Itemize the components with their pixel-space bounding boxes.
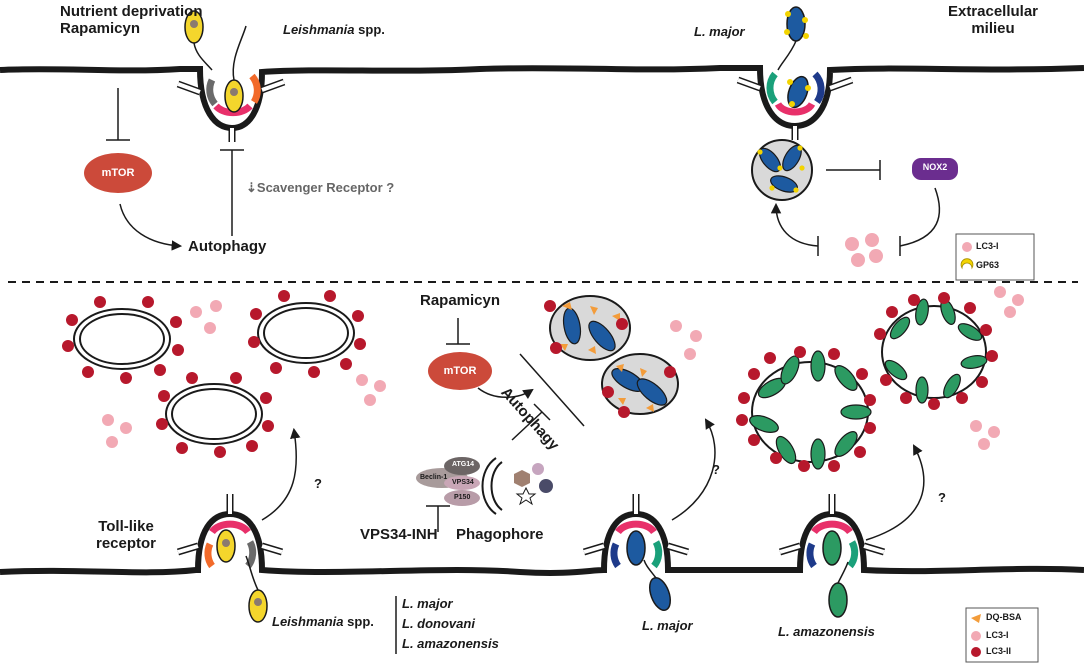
- lc3-i-dots-left: [102, 300, 386, 448]
- legend-bottom-dq-bsa: DQ-BSA: [986, 612, 1022, 622]
- question-l-amazonensis: ?: [938, 490, 946, 505]
- complex-inhibits-autophagy: [511, 411, 543, 441]
- legend-top-icons: [955, 233, 1035, 281]
- green-parasites: [749, 298, 988, 470]
- scavenger-receptor-label: ⇣Scavenger Receptor ?: [246, 180, 395, 195]
- toll-to-vesicles-arrow: [261, 427, 301, 521]
- stimulus-label-1: Nutrient deprivation: [60, 3, 203, 20]
- lc3-i-right: [970, 286, 1024, 450]
- top-membrane: [0, 65, 1084, 132]
- lc3-ii-on-vacuoles: [736, 292, 998, 472]
- complex-beclin: Beclin-1: [420, 474, 448, 481]
- milieu-label-1: Extracellular: [947, 3, 1039, 20]
- toll-like-label-2: receptor: [95, 535, 157, 552]
- mtor-label-top: mTOR: [101, 167, 135, 179]
- nox2-feedback-curve: [899, 187, 941, 247]
- complex-p150: P150: [454, 494, 471, 501]
- species-l-donovani: L. donovani: [402, 616, 475, 631]
- l-major-pocket: [582, 494, 690, 612]
- mtor-node-top: [84, 153, 152, 193]
- l-amazonensis-pocket: [778, 494, 886, 618]
- mtor-to-autophagy-arrow: [119, 203, 183, 251]
- species-l-major: L. major: [402, 596, 453, 611]
- legend-top-gp63: GP63: [976, 260, 1000, 270]
- rapamicyn-label-bottom: Rapamicyn: [420, 292, 501, 309]
- dashed-down-arrow-icon: ⇣: [246, 180, 257, 195]
- lc3-to-phagosome-arrow: [770, 202, 819, 247]
- lc3-ii-on-autolysosomes: [544, 300, 676, 418]
- top-right-receptors: [736, 71, 854, 140]
- question-toll: ?: [314, 476, 322, 491]
- leishmania-spp-bottom: Leishmania spp.: [272, 614, 374, 629]
- legend-bottom-icons: [965, 607, 1039, 663]
- lc3-i-mid: [670, 320, 702, 360]
- lc3-i-cluster-top: [845, 233, 883, 267]
- l-major-label-top: L. major: [694, 24, 745, 39]
- nox2-node: [912, 158, 958, 180]
- question-l-major: ?: [712, 462, 720, 477]
- nox2-label: NOX2: [922, 162, 948, 172]
- bottom-membrane: [0, 510, 1084, 576]
- top-right-parasites: [777, 6, 811, 109]
- top-left-parasites: [184, 10, 247, 113]
- lc3-ii-dots-left: [62, 290, 366, 458]
- legend-bottom-lc3-ii: LC3-II: [986, 646, 1012, 656]
- species-l-amazonensis: L. amazonensis: [402, 636, 499, 651]
- leishmania-spp-top: Leishmania spp.: [283, 22, 385, 37]
- l-major-to-autolysosome-arrow: [671, 418, 716, 521]
- phagophore-label: Phagophore: [456, 526, 544, 543]
- l-major-label-bottom: L. major: [642, 618, 693, 633]
- autolysosomes-l-major: [549, 295, 679, 415]
- autophagy-label-top: Autophagy: [188, 238, 267, 255]
- lc3-ii-vesicles: [73, 302, 355, 445]
- mtor-to-autophagy-arrow-bottom: [477, 387, 534, 400]
- mtor-node-bottom: [428, 352, 492, 390]
- autophagy-bar: [519, 353, 585, 427]
- l-amazonensis-label-bottom: L. amazonensis: [778, 624, 875, 639]
- phagophore: [481, 457, 553, 515]
- vps34-complex: [416, 457, 480, 506]
- legend-bottom-lc3-i: LC3-I: [986, 630, 1009, 640]
- l-amazonensis-to-vacuole-arrow: [865, 444, 925, 541]
- toll-like-label-1: Toll-like: [98, 518, 154, 535]
- legend-top-lc3-i: LC3-I: [976, 241, 999, 251]
- stimulus-label-2: Rapamicyn: [60, 20, 141, 37]
- toll-like-receptor-pocket: [176, 494, 284, 623]
- milieu-label-2: milieu: [971, 20, 1015, 37]
- mtor-label-bottom: mTOR: [443, 365, 477, 377]
- complex-vps34: VPS34: [452, 479, 474, 486]
- vps34-inh-label: VPS34-INH: [360, 526, 438, 543]
- top-right-phagosome: [751, 139, 813, 201]
- complex-atg14: ATG14: [452, 461, 475, 468]
